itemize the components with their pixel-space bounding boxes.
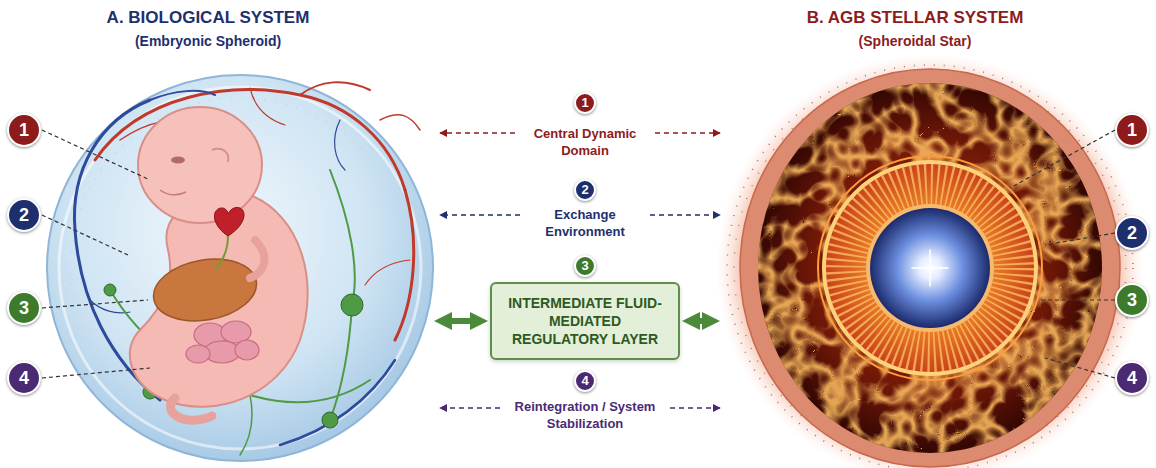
callout-number: 2 <box>574 179 596 201</box>
callout-number: 2 <box>7 198 41 232</box>
correspondence-label: Reintegration / System Stabilization <box>506 398 664 432</box>
stellar-spheroid: B. AGB STELLAR SYSTEM(Spheroidal Star) <box>722 62 1138 468</box>
leader-lines <box>1010 130 1115 378</box>
art-detail <box>655 132 720 134</box>
panel-subheading: (Embryonic Spheroid) <box>0 32 418 50</box>
art-detail <box>42 215 128 255</box>
convective-envelope <box>758 83 1102 453</box>
callout-number: 3 <box>7 291 41 325</box>
art-detail <box>1045 358 1115 378</box>
art-detail <box>380 115 420 130</box>
stellar-core <box>870 208 990 328</box>
correspondence-label: Exchange Environment <box>530 206 640 240</box>
callout-number: 1 <box>574 92 596 114</box>
art-detail <box>440 132 515 134</box>
art-detail <box>912 267 948 269</box>
double-arrow-connector <box>700 318 702 324</box>
art-detail <box>341 294 363 316</box>
art-detail <box>130 195 308 407</box>
art-detail <box>1040 299 1115 300</box>
art-detail <box>250 240 264 278</box>
art-detail <box>104 284 116 296</box>
art-detail <box>330 170 355 305</box>
vessel-network <box>74 82 420 455</box>
box-text: INTERMEDIATE FLUID-MEDIATED REGULATORY L… <box>502 294 668 348</box>
art-detail <box>214 207 244 236</box>
art-detail <box>138 107 262 223</box>
art-detail <box>240 395 252 455</box>
inner-membrane <box>59 87 421 449</box>
art-detail <box>395 190 414 340</box>
art-detail <box>365 260 410 285</box>
art-detail <box>322 412 338 428</box>
convection-cells <box>758 83 1102 453</box>
burning-shell <box>824 162 1036 374</box>
art-detail <box>42 368 150 378</box>
art-detail <box>171 157 185 164</box>
art-detail <box>250 88 285 125</box>
callout-number: 4 <box>1115 361 1149 395</box>
art-detail <box>650 214 720 216</box>
callout-number: 4 <box>574 370 596 392</box>
panel-heading: A. BIOLOGICAL SYSTEM <box>0 8 418 28</box>
regulatory-layer-box: INTERMEDIATE FLUID-MEDIATED REGULATORY L… <box>490 282 680 360</box>
art-detail <box>440 407 500 409</box>
panel-heading: B. AGB STELLAR SYSTEM <box>705 8 1125 28</box>
art-detail <box>170 398 212 420</box>
spheroid-membrane <box>47 75 433 461</box>
callout-number: 3 <box>1115 283 1149 317</box>
art-detail <box>335 120 345 170</box>
core-glow <box>866 204 994 332</box>
art-detail <box>42 300 148 308</box>
art-detail <box>670 407 720 409</box>
callout-number: 2 <box>1115 216 1149 250</box>
star-halo <box>716 54 1144 468</box>
dust-speckles <box>727 65 1133 468</box>
art-detail <box>1045 233 1115 245</box>
outer-envelope <box>740 69 1120 467</box>
callout-number: 1 <box>7 113 41 147</box>
art-detail <box>160 190 186 195</box>
double-arrow-connector <box>452 318 470 324</box>
fluid-speckles <box>70 98 410 438</box>
embryo-figure <box>130 107 308 420</box>
shell-ring <box>824 162 1036 374</box>
callout-number: 1 <box>1115 113 1149 147</box>
embryo-spheroid-art <box>47 75 433 461</box>
callout-number: 3 <box>574 255 596 277</box>
correspondence-arrows <box>440 133 720 408</box>
callout-number: 4 <box>7 361 41 395</box>
shell-outline <box>818 156 1042 380</box>
shell-streaks <box>846 184 1014 352</box>
art-detail <box>1010 130 1115 188</box>
art-detail <box>300 82 370 95</box>
core-sparkle <box>912 250 948 286</box>
embryo-spheroid: A. BIOLOGICAL SYSTEM(Embryonic Spheroid) <box>48 70 432 466</box>
art-detail <box>186 321 259 363</box>
art-detail <box>440 214 520 216</box>
art-detail <box>149 251 262 328</box>
panel-subheading: (Spheroidal Star) <box>705 32 1125 50</box>
agb-star-art <box>716 54 1144 468</box>
correspondence-label: Central Dynamic Domain <box>520 125 650 159</box>
art-detail <box>186 345 210 363</box>
art-detail <box>212 149 228 162</box>
art-detail <box>330 305 352 420</box>
leader-lines <box>42 130 150 378</box>
art-detail <box>150 91 215 100</box>
art-detail <box>215 236 228 270</box>
art-detail <box>235 340 259 360</box>
art-detail <box>42 130 150 180</box>
